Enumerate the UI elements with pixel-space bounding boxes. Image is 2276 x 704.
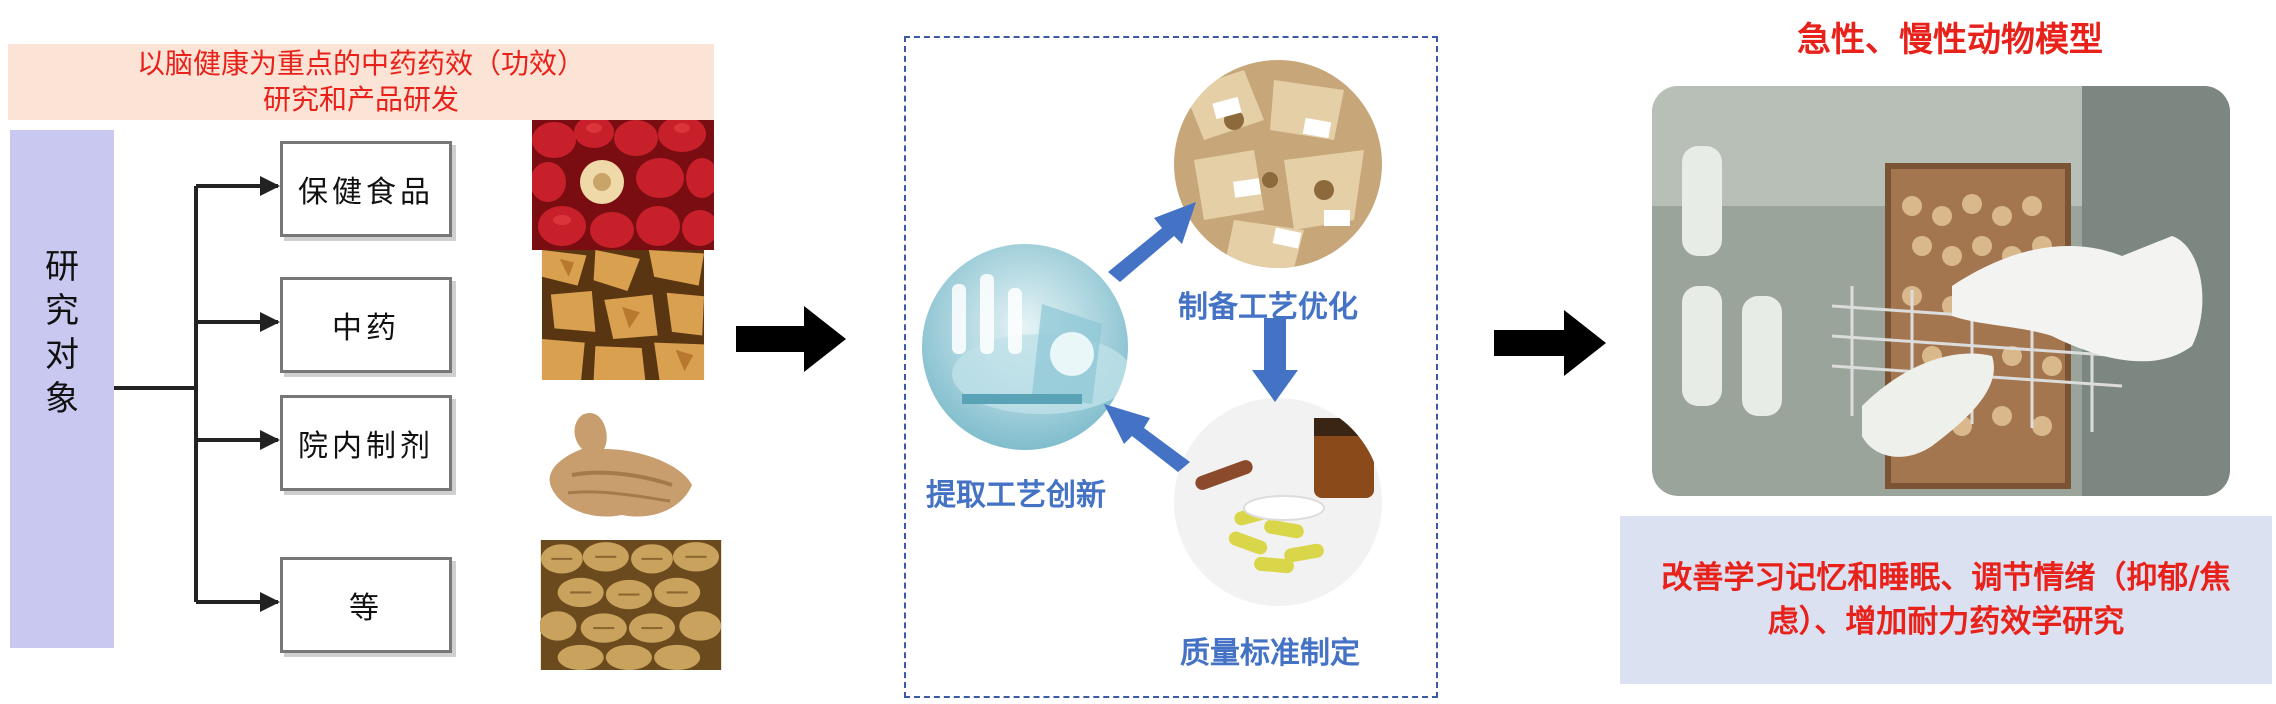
flow-arrow-to-process	[736, 306, 846, 372]
efficacy-line-2: 虑）、增加耐力药效学研究	[1767, 604, 2125, 640]
efficacy-line-1: 改善学习记忆和睡眠、调节情绪（抑郁/焦	[1661, 560, 2231, 596]
root-herb-photo	[532, 405, 714, 525]
extraction-instrument-photo	[922, 244, 1128, 450]
cycle-arrow-extraction-to-preparation	[1108, 202, 1196, 282]
efficacy-research-box: 改善学习记忆和睡眠、调节情绪（抑郁/焦 虑）、增加耐力药效学研究	[1620, 516, 2272, 684]
step-label-extraction: 提取工艺创新	[926, 478, 1106, 513]
animal-model-title: 急性、慢性动物模型	[1797, 20, 2103, 60]
quality-capsules-photo	[1174, 398, 1382, 606]
subject-char-1: 研	[45, 247, 79, 287]
category-box-tcm: 中药	[280, 277, 452, 373]
animal-experiment-photo	[1652, 86, 2230, 496]
category-box-health-food: 保健食品	[280, 141, 452, 237]
category-label-health-food: 保健食品	[298, 175, 434, 210]
category-label-etc: 等	[349, 591, 383, 626]
step-label-quality: 质量标准制定	[1180, 636, 1360, 671]
research-subject-bar	[10, 130, 114, 648]
subject-char-4: 象	[45, 379, 79, 419]
subject-char-2: 究	[45, 291, 79, 331]
herb-pieces-photo	[540, 540, 722, 670]
step-label-preparation: 制备工艺优化	[1178, 290, 1358, 325]
category-label-tcm: 中药	[332, 311, 400, 346]
dried-herb-slices-photo	[541, 250, 705, 380]
flow-arrow-to-model	[1494, 310, 1606, 376]
cycle-arrow-preparation-to-quality	[1252, 318, 1298, 402]
banner-line-2: 研究和产品研发	[262, 83, 459, 116]
process-frame	[904, 36, 1438, 698]
red-jujube-photo	[532, 120, 714, 250]
category-label-hospital-preparation: 院内制剂	[298, 429, 434, 464]
subject-char-3: 对	[45, 335, 79, 375]
research-subject-label: 研 究 对 象	[10, 245, 114, 421]
cycle-arrow-quality-to-extraction	[1104, 404, 1190, 472]
category-box-hospital-preparation: 院内制剂	[280, 395, 452, 491]
research-banner: 以脑健康为重点的中药药效（功效） 研究和产品研发	[8, 44, 714, 120]
category-box-etc: 等	[280, 557, 452, 653]
banner-line-1: 以脑健康为重点的中药药效（功效）	[136, 47, 585, 80]
